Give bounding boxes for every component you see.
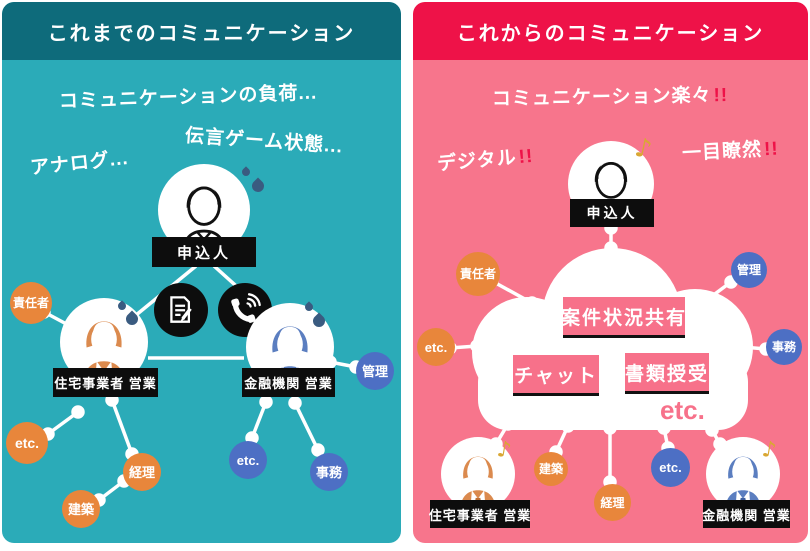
role-circle-etc-orange: etc.: [6, 422, 48, 464]
role-circle-etc-blue: etc.: [651, 448, 690, 487]
role-circle-etc-blue: etc.: [229, 441, 267, 479]
note-glance-bang: !!: [763, 138, 780, 161]
role-circle-sekininsha: 責任者: [456, 252, 500, 296]
note-digital-bang: !!: [517, 145, 535, 169]
sweat-drop-icon: [249, 177, 267, 195]
document-pen-icon: [154, 283, 208, 337]
applicant-label: 申込人: [570, 199, 654, 227]
cloud-feature-docs: 書類授受: [625, 353, 709, 394]
housing-sales-label: 住宅事業者 営業: [429, 500, 530, 528]
sweat-drop-icon: [240, 166, 252, 178]
note-communication-burden: コミュニケーションの負荷...: [58, 82, 318, 113]
panel-after-title: これからのコミュニケーション: [413, 2, 808, 60]
role-circle-kenchiku: 建築: [534, 452, 568, 486]
role-circle-jimu: 事務: [766, 329, 802, 365]
role-circle-etc-orange: etc.: [417, 328, 455, 366]
note-easy-bang: !!: [713, 84, 729, 107]
note-glance-text: 一目瞭然: [681, 139, 763, 165]
finance-sales-label: 金融機関 営業: [242, 368, 335, 397]
applicant-label: 申込人: [152, 237, 256, 267]
note-communication-easy: コミュニケーション楽々!!: [485, 80, 735, 111]
cloud-feature-status: 案件状況共有: [561, 297, 685, 338]
housing-sales-label: 住宅事業者 営業: [53, 368, 158, 397]
note-glance: 一目瞭然!!: [681, 133, 780, 165]
note-digital-text: デジタル: [436, 147, 518, 176]
note-telephone-game: 伝言ゲーム状態...: [184, 125, 344, 158]
role-circle-keiri: 経理: [123, 453, 161, 491]
role-circle-keiri: 経理: [594, 484, 631, 521]
music-note-icon: ♪: [632, 132, 655, 166]
role-circle-jimu: 事務: [310, 453, 348, 491]
cloud-etc-text: etc.: [660, 395, 705, 425]
role-circle-kanri: 管理: [356, 352, 394, 390]
panel-before-title: これまでのコミュニケーション: [2, 2, 401, 60]
panel-before: これまでのコミュニケーション コミュニケーションの負荷... 伝言ゲーム状態..…: [2, 2, 401, 543]
cloud-feature-chat: チャット: [513, 355, 599, 396]
role-circle-kenchiku: 建築: [62, 490, 100, 528]
note-easy-text: コミュニケーション楽々: [491, 85, 712, 111]
role-circle-sekininsha: 責任者: [10, 282, 52, 324]
note-analog: アナログ...: [29, 147, 130, 180]
finance-sales-label: 金融機関 営業: [702, 500, 790, 528]
note-digital: デジタル!!: [436, 141, 534, 176]
panel-after: これからのコミュニケーション コミュニケーション楽々!! デジタル!! 一目瞭然…: [413, 2, 808, 543]
role-circle-kanri: 管理: [731, 252, 767, 288]
cloud-shape: [472, 248, 753, 430]
